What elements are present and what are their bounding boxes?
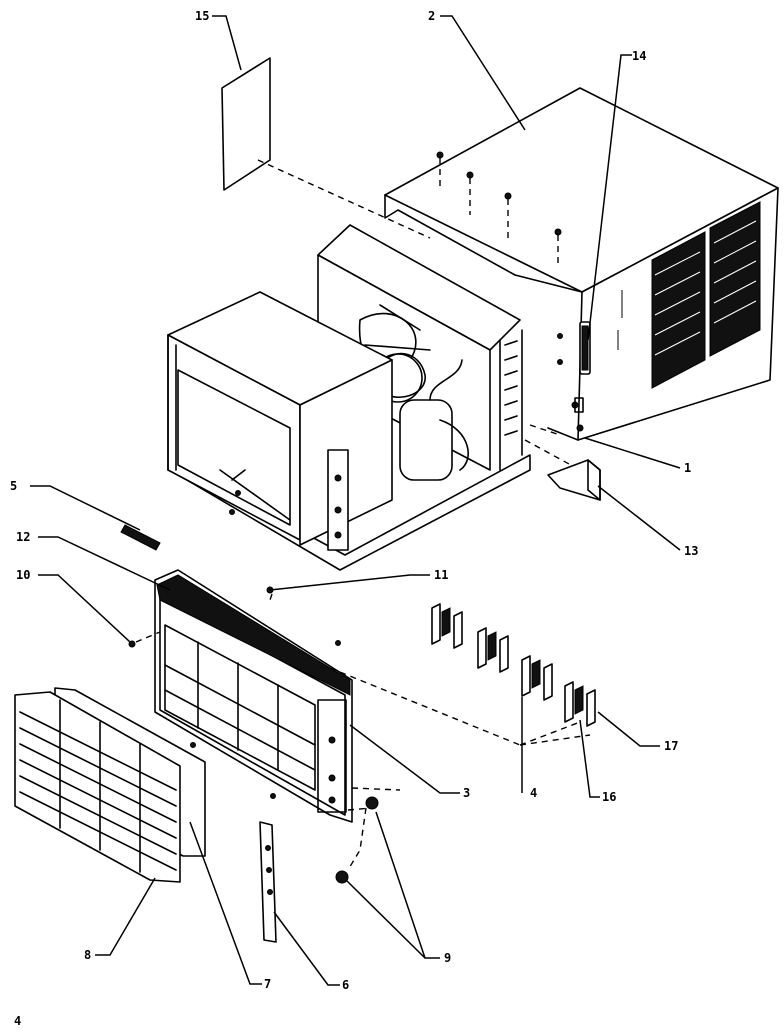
- leader-lines: [30, 15, 681, 986]
- part-14-handle: [579, 321, 591, 375]
- callout-4: 4: [530, 786, 537, 800]
- callout-1: 1: [684, 461, 691, 475]
- chassis-assembly: [167, 224, 581, 571]
- callout-6: 6: [342, 978, 349, 992]
- callout-labels: 15 2 14 1 13 5 12 10 11 3 17 16 4 8 7 6 …: [10, 9, 698, 1028]
- part-15-label-panel: [221, 57, 431, 239]
- callout-10: 10: [16, 568, 30, 582]
- callout-7: 7: [264, 977, 271, 991]
- callout-5: 5: [10, 479, 17, 493]
- callout-8: 8: [84, 948, 91, 962]
- part-3-front-panel: [128, 569, 353, 823]
- callout-3: 3: [463, 786, 470, 800]
- callout-14: 14: [632, 49, 646, 63]
- callout-16: 16: [602, 790, 616, 804]
- part-2-cabinet-shell: [384, 87, 779, 441]
- page-number: 4: [14, 1014, 21, 1028]
- callout-17: 17: [664, 739, 678, 753]
- part-13-bracket: [547, 459, 601, 501]
- callout-12: 12: [16, 530, 30, 544]
- part-9-knobs: [335, 796, 379, 884]
- part-6-control-plate: [259, 821, 277, 943]
- callout-9: 9: [444, 951, 451, 965]
- callout-13: 13: [684, 544, 698, 558]
- parts-4-16-17-clips: [431, 603, 596, 727]
- callout-2: 2: [428, 9, 435, 23]
- callout-15: 15: [195, 9, 209, 23]
- part-5-rod: [120, 524, 161, 551]
- part-8-grille: [14, 691, 181, 883]
- callout-11: 11: [434, 568, 448, 582]
